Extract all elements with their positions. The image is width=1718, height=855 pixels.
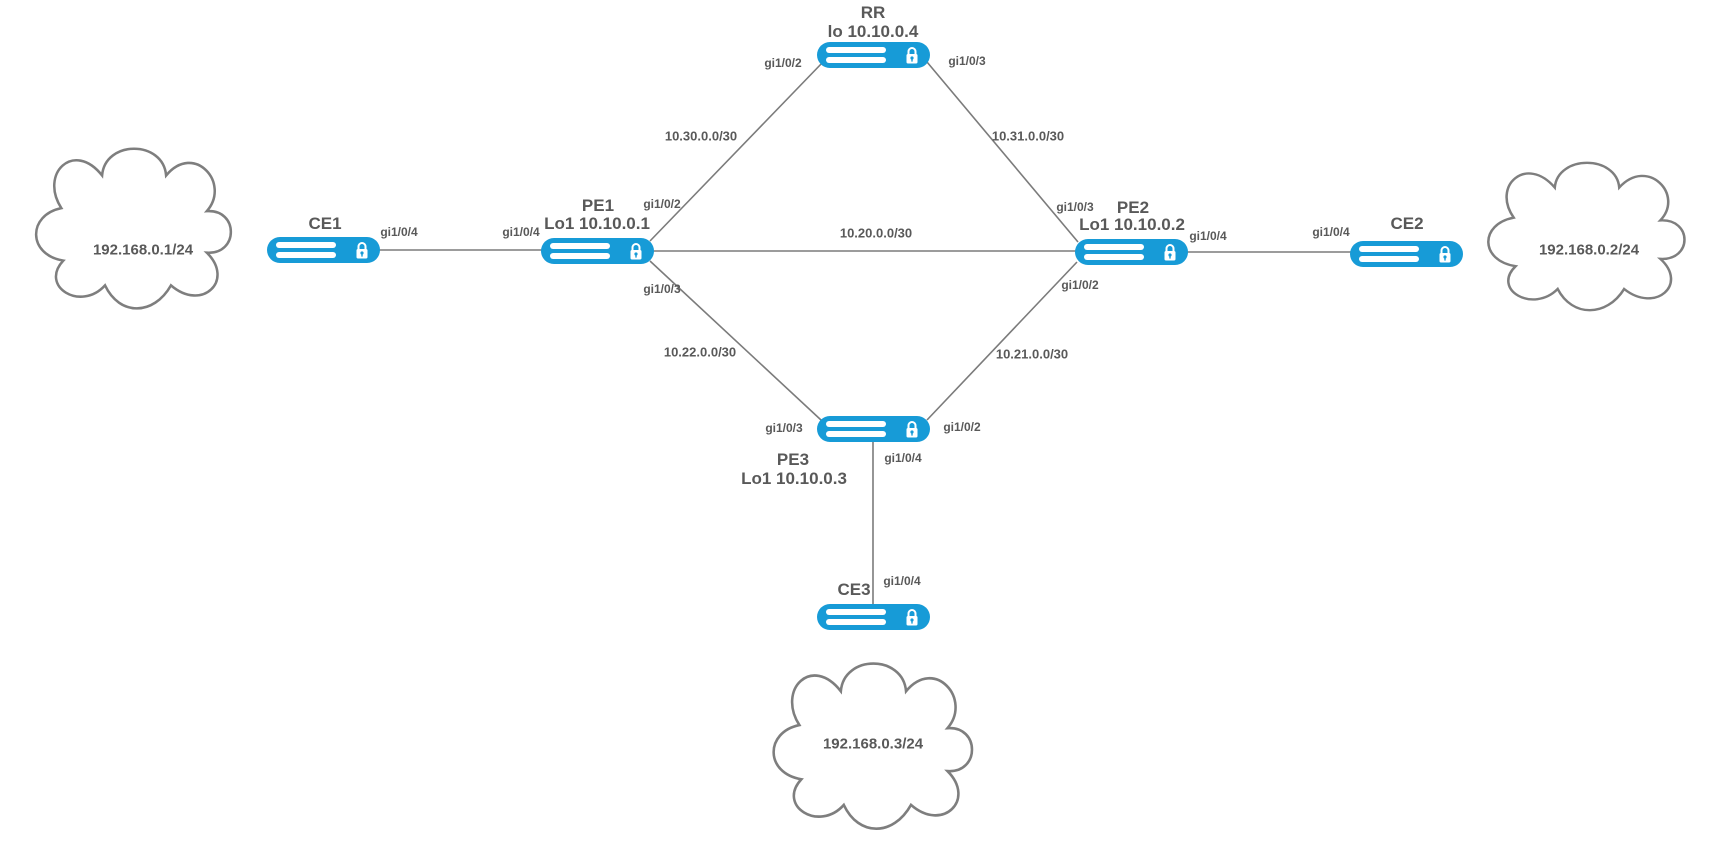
pe3-loopback: Lo1 10.10.0.3 (741, 469, 847, 489)
link-pe1-pe3 (649, 260, 822, 421)
if-pe1-gi103: gi1/0/3 (643, 282, 681, 297)
router-pe3[interactable] (817, 416, 930, 442)
ce2-name: CE2 (1390, 214, 1424, 234)
lock-icon (906, 608, 918, 625)
subnet-pe1-rr: 10.30.0.0/30 (664, 128, 738, 144)
router-pe2[interactable] (1075, 239, 1188, 265)
router-slots (826, 47, 886, 63)
router-slots (276, 242, 336, 258)
if-pe1-gi104: gi1/0/4 (502, 225, 540, 240)
lock-icon (1164, 243, 1176, 260)
router-ce3[interactable] (817, 604, 930, 630)
pe3-name: PE3 (776, 450, 810, 470)
if-pe3-gi103: gi1/0/3 (765, 421, 803, 436)
subnet-rr-pe2: 10.31.0.0/30 (991, 128, 1065, 144)
link-rr-pe2 (926, 61, 1079, 243)
router-ce1[interactable] (267, 237, 380, 263)
if-rr-gi102: gi1/0/2 (764, 56, 802, 71)
router-pe1[interactable] (541, 238, 654, 264)
router-slots (550, 243, 610, 259)
cloud-left-network: 192.168.0.1/24 (92, 241, 194, 259)
if-ce2-gi104: gi1/0/4 (1312, 225, 1350, 240)
lock-icon (1439, 245, 1451, 262)
link-pe2-pe3 (926, 261, 1078, 421)
router-rr[interactable] (817, 42, 930, 68)
if-pe2-gi102: gi1/0/2 (1061, 278, 1099, 293)
router-slots (826, 421, 886, 437)
link-pe1-rr (649, 61, 824, 242)
ce1-name: CE1 (308, 214, 342, 234)
router-ce2[interactable] (1350, 241, 1463, 267)
if-pe1-gi102: gi1/0/2 (643, 197, 681, 212)
rr-loopback: lo 10.10.0.4 (827, 22, 919, 42)
subnet-pe2-pe3: 10.21.0.0/30 (995, 346, 1069, 362)
lock-icon (356, 241, 368, 258)
cloud-right[interactable] (1487, 161, 1686, 312)
subnet-pe1-pe2: 10.20.0.0/30 (839, 225, 913, 241)
if-pe3-gi104: gi1/0/4 (884, 451, 922, 466)
lock-icon (906, 420, 918, 437)
router-slots (1084, 244, 1144, 260)
router-slots (826, 609, 886, 625)
subnet-pe1-pe3: 10.22.0.0/30 (663, 344, 737, 360)
pe2-loopback: Lo1 10.10.0.2 (1079, 215, 1185, 235)
if-ce1-gi104: gi1/0/4 (380, 225, 418, 240)
if-pe2-gi103: gi1/0/3 (1056, 200, 1094, 215)
if-ce3-gi104: gi1/0/4 (883, 574, 921, 589)
lock-icon (630, 242, 642, 259)
if-pe3-gi102: gi1/0/2 (943, 420, 981, 435)
pe1-loopback: Lo1 10.10.0.1 (544, 214, 650, 234)
lock-icon (906, 46, 918, 63)
if-pe2-gi104: gi1/0/4 (1189, 229, 1227, 244)
ce3-name: CE3 (837, 580, 871, 600)
router-slots (1359, 246, 1419, 262)
rr-name: RR (860, 3, 886, 23)
cloud-bottom-network: 192.168.0.3/24 (822, 735, 924, 753)
if-rr-gi103: gi1/0/3 (948, 54, 986, 69)
cloud-left[interactable] (34, 147, 233, 310)
pe2-name: PE2 (1116, 198, 1150, 218)
pe1-name: PE1 (581, 196, 615, 216)
cloud-right-network: 192.168.0.2/24 (1538, 241, 1640, 259)
